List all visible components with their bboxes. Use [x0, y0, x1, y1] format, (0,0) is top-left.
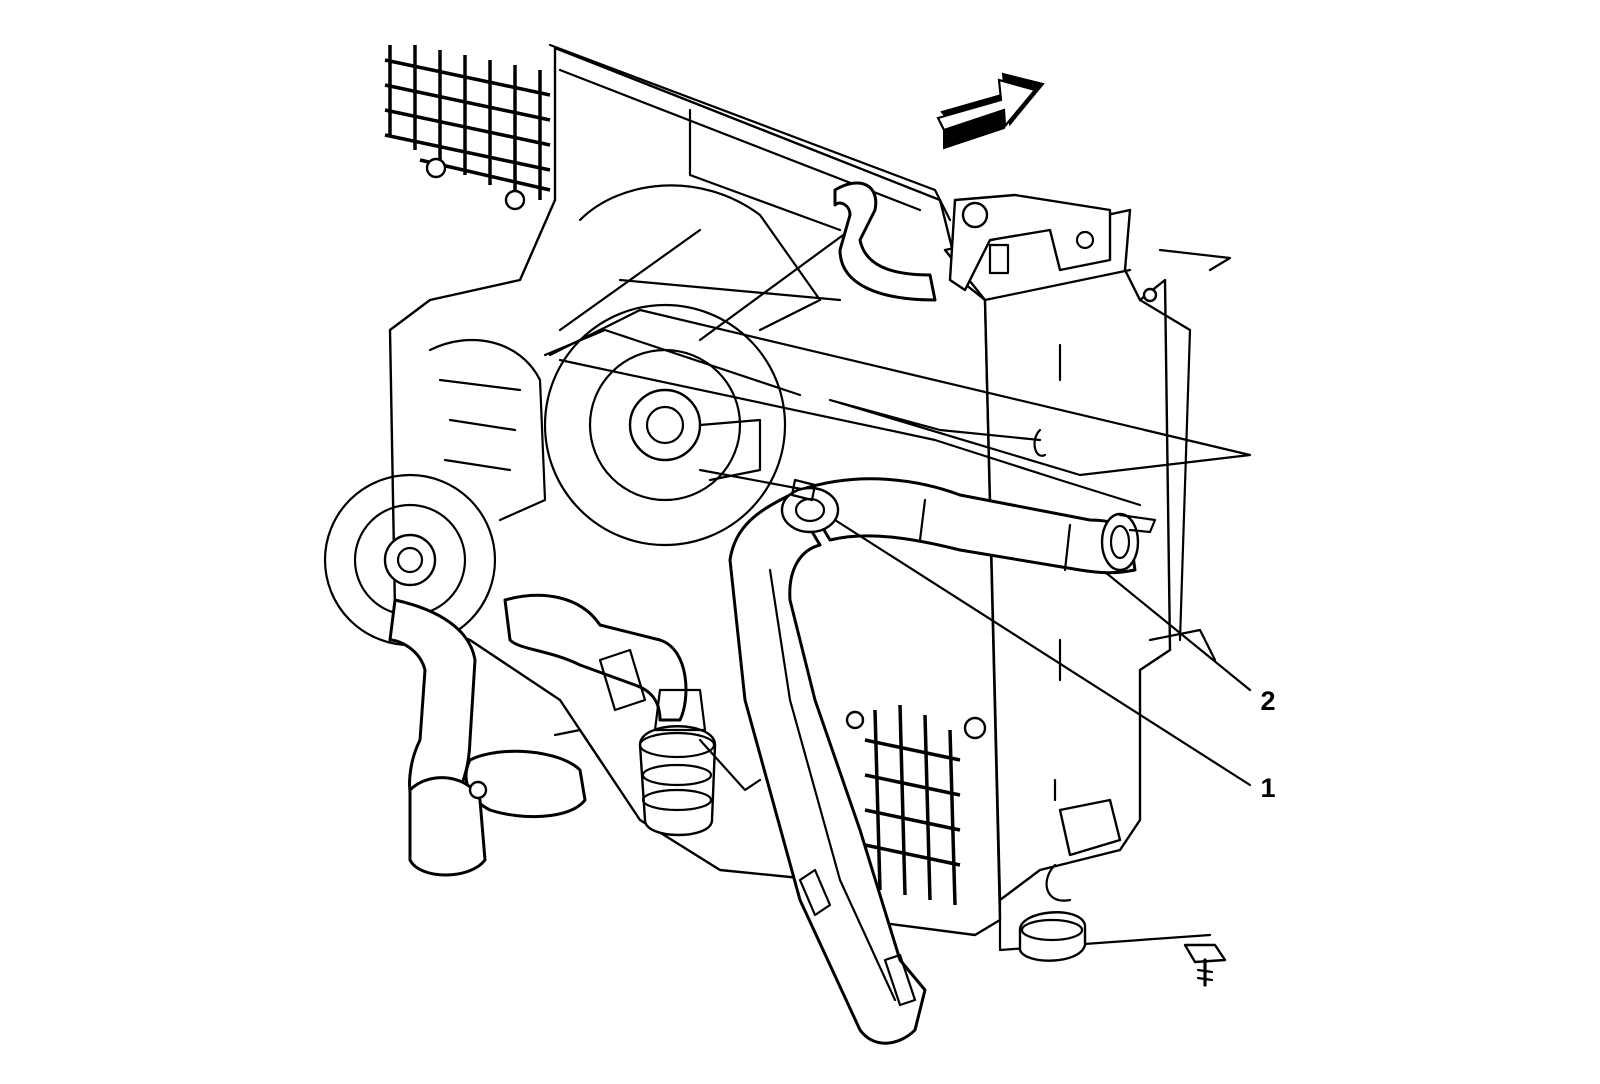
- bracket-outline: [548, 308, 1252, 477]
- upper-radiator-hose: [833, 181, 937, 302]
- hose-1-clip-lower: [798, 868, 832, 917]
- callout-label-1: 1: [1260, 773, 1275, 803]
- hose-1-clamp: [780, 478, 840, 534]
- hose-1-end-bracket: [883, 953, 917, 1007]
- upper-grille: [384, 45, 551, 200]
- callout-leader-1: [833, 518, 1252, 787]
- bracket-outline-lower: [558, 358, 1142, 507]
- primary-cooling-fan: [543, 184, 862, 547]
- fastener-bolt: [1183, 943, 1227, 987]
- lower-grille: [864, 704, 961, 906]
- coolant-pump: [638, 688, 762, 837]
- mounting-bolts: [425, 157, 1158, 800]
- forward-arrow-icon: [936, 72, 1045, 150]
- callout-label-2: 2: [1260, 686, 1275, 716]
- upper-mount-bracket: [948, 193, 1112, 292]
- callout-leader-2: [1103, 570, 1252, 692]
- lower-mount-bracket: [1018, 798, 1122, 962]
- hose-1-inner-line: [768, 568, 897, 1002]
- lower-left-hoses: [388, 593, 688, 877]
- hose-2-clamp: [1100, 512, 1157, 572]
